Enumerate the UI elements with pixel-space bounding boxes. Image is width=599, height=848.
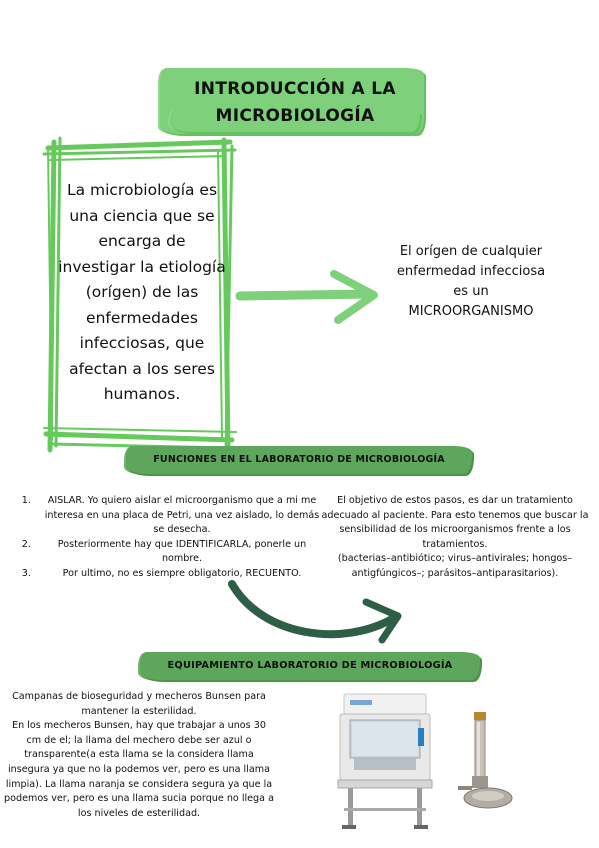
definition-text: La microbiología es una ciencia que se e… (58, 181, 226, 403)
equipment-heading-banner (140, 652, 480, 680)
equipment-text: Campanas de bioseguridad y mecheros Buns… (4, 690, 274, 821)
page-title: INTRODUCCIÓN A LA MICROBIOLOGÍA (170, 76, 420, 130)
title-banner-stroke-2 (170, 108, 420, 132)
origin-text: El orígen de cualquier enfermedad infecc… (396, 244, 546, 319)
page-title-line-2: MICROBIOLOGÍA (215, 106, 375, 126)
list-item: Por ultimo, no es siempre obligatorio, R… (34, 567, 326, 582)
bunsen-burner-icon (458, 712, 513, 809)
list-item: AISLAR. Yo quiero aislar el microorganis… (34, 494, 326, 538)
equipment-heading: EQUIPAMIENTO LABORATORIO DE MICROBIOLOGÍ… (167, 660, 453, 671)
functions-list: AISLAR. Yo quiero aislar el microorganis… (12, 494, 326, 582)
biosafety-cabinet-icon (337, 693, 433, 829)
functions-heading-banner (126, 446, 472, 474)
objective-text: El objetivo de estos pasos, es dar un tr… (314, 494, 596, 582)
curved-arrow-icon (228, 580, 402, 644)
list-item: Posteriormente hay que IDENTIFICARLA, po… (34, 538, 326, 567)
functions-heading: FUNCIONES EN EL LABORATORIO DE MICROBIOL… (153, 454, 445, 465)
equipment-body: En los mecheros Bunsen, hay que trabajar… (4, 720, 274, 819)
arrow-right-icon (235, 270, 378, 324)
definition-frame (42, 136, 237, 454)
page-title-line-1: INTRODUCCIÓN A LA (194, 79, 396, 99)
objective-paragraph: El objetivo de estos pasos, es dar un tr… (321, 495, 589, 550)
equipment-intro: Campanas de bioseguridad y mecheros Buns… (12, 691, 266, 717)
examples-paragraph: (bacterias–antibiótico; virus–antivirale… (337, 553, 573, 579)
